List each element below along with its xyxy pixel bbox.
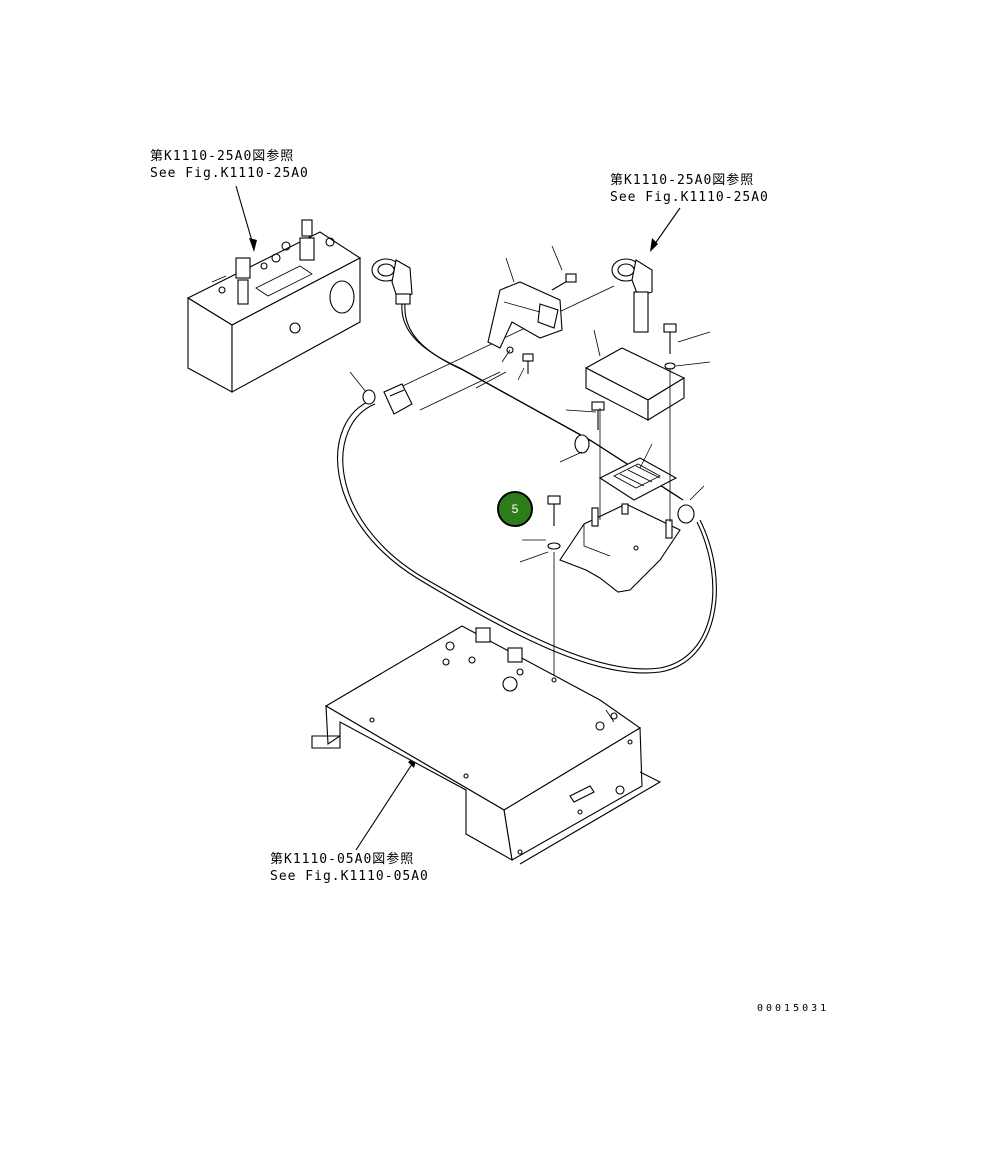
right-connector <box>611 258 653 333</box>
part-callout-badge[interactable]: 5 <box>497 491 533 527</box>
control-box <box>186 219 362 393</box>
reference-jp-text: 第K1110-25A0図参照 <box>150 149 295 164</box>
left-connector <box>371 258 413 305</box>
leader-lines <box>349 245 711 563</box>
mounting-bracket <box>487 281 563 349</box>
assembly-lines <box>475 368 671 680</box>
controller-module <box>598 457 678 501</box>
bolts <box>506 273 677 550</box>
flange-connector <box>383 383 413 415</box>
reference-en-text: See Fig.K1110-05A0 <box>270 869 429 884</box>
cover-box <box>584 347 686 421</box>
reference-jp-text: 第K1110-25A0図参照 <box>610 173 755 188</box>
drawing-number: 00015031 <box>757 1003 830 1014</box>
reference-note-bottom: 第K1110-05A0図参照 See Fig.K1110-05A0 <box>270 851 429 885</box>
reference-en-text: See Fig.K1110-25A0 <box>150 166 309 181</box>
reference-note-top-left: 第K1110-25A0図参照 See Fig.K1110-25A0 <box>150 148 309 182</box>
cable-grommets <box>362 389 695 524</box>
base-frame <box>311 625 662 865</box>
reference-en-text: See Fig.K1110-25A0 <box>610 190 769 205</box>
reference-jp-text: 第K1110-05A0図参照 <box>270 852 415 867</box>
wiring-harness <box>337 285 717 674</box>
mounting-plate <box>559 503 681 593</box>
reference-note-top-right: 第K1110-25A0図参照 See Fig.K1110-25A0 <box>610 172 769 206</box>
